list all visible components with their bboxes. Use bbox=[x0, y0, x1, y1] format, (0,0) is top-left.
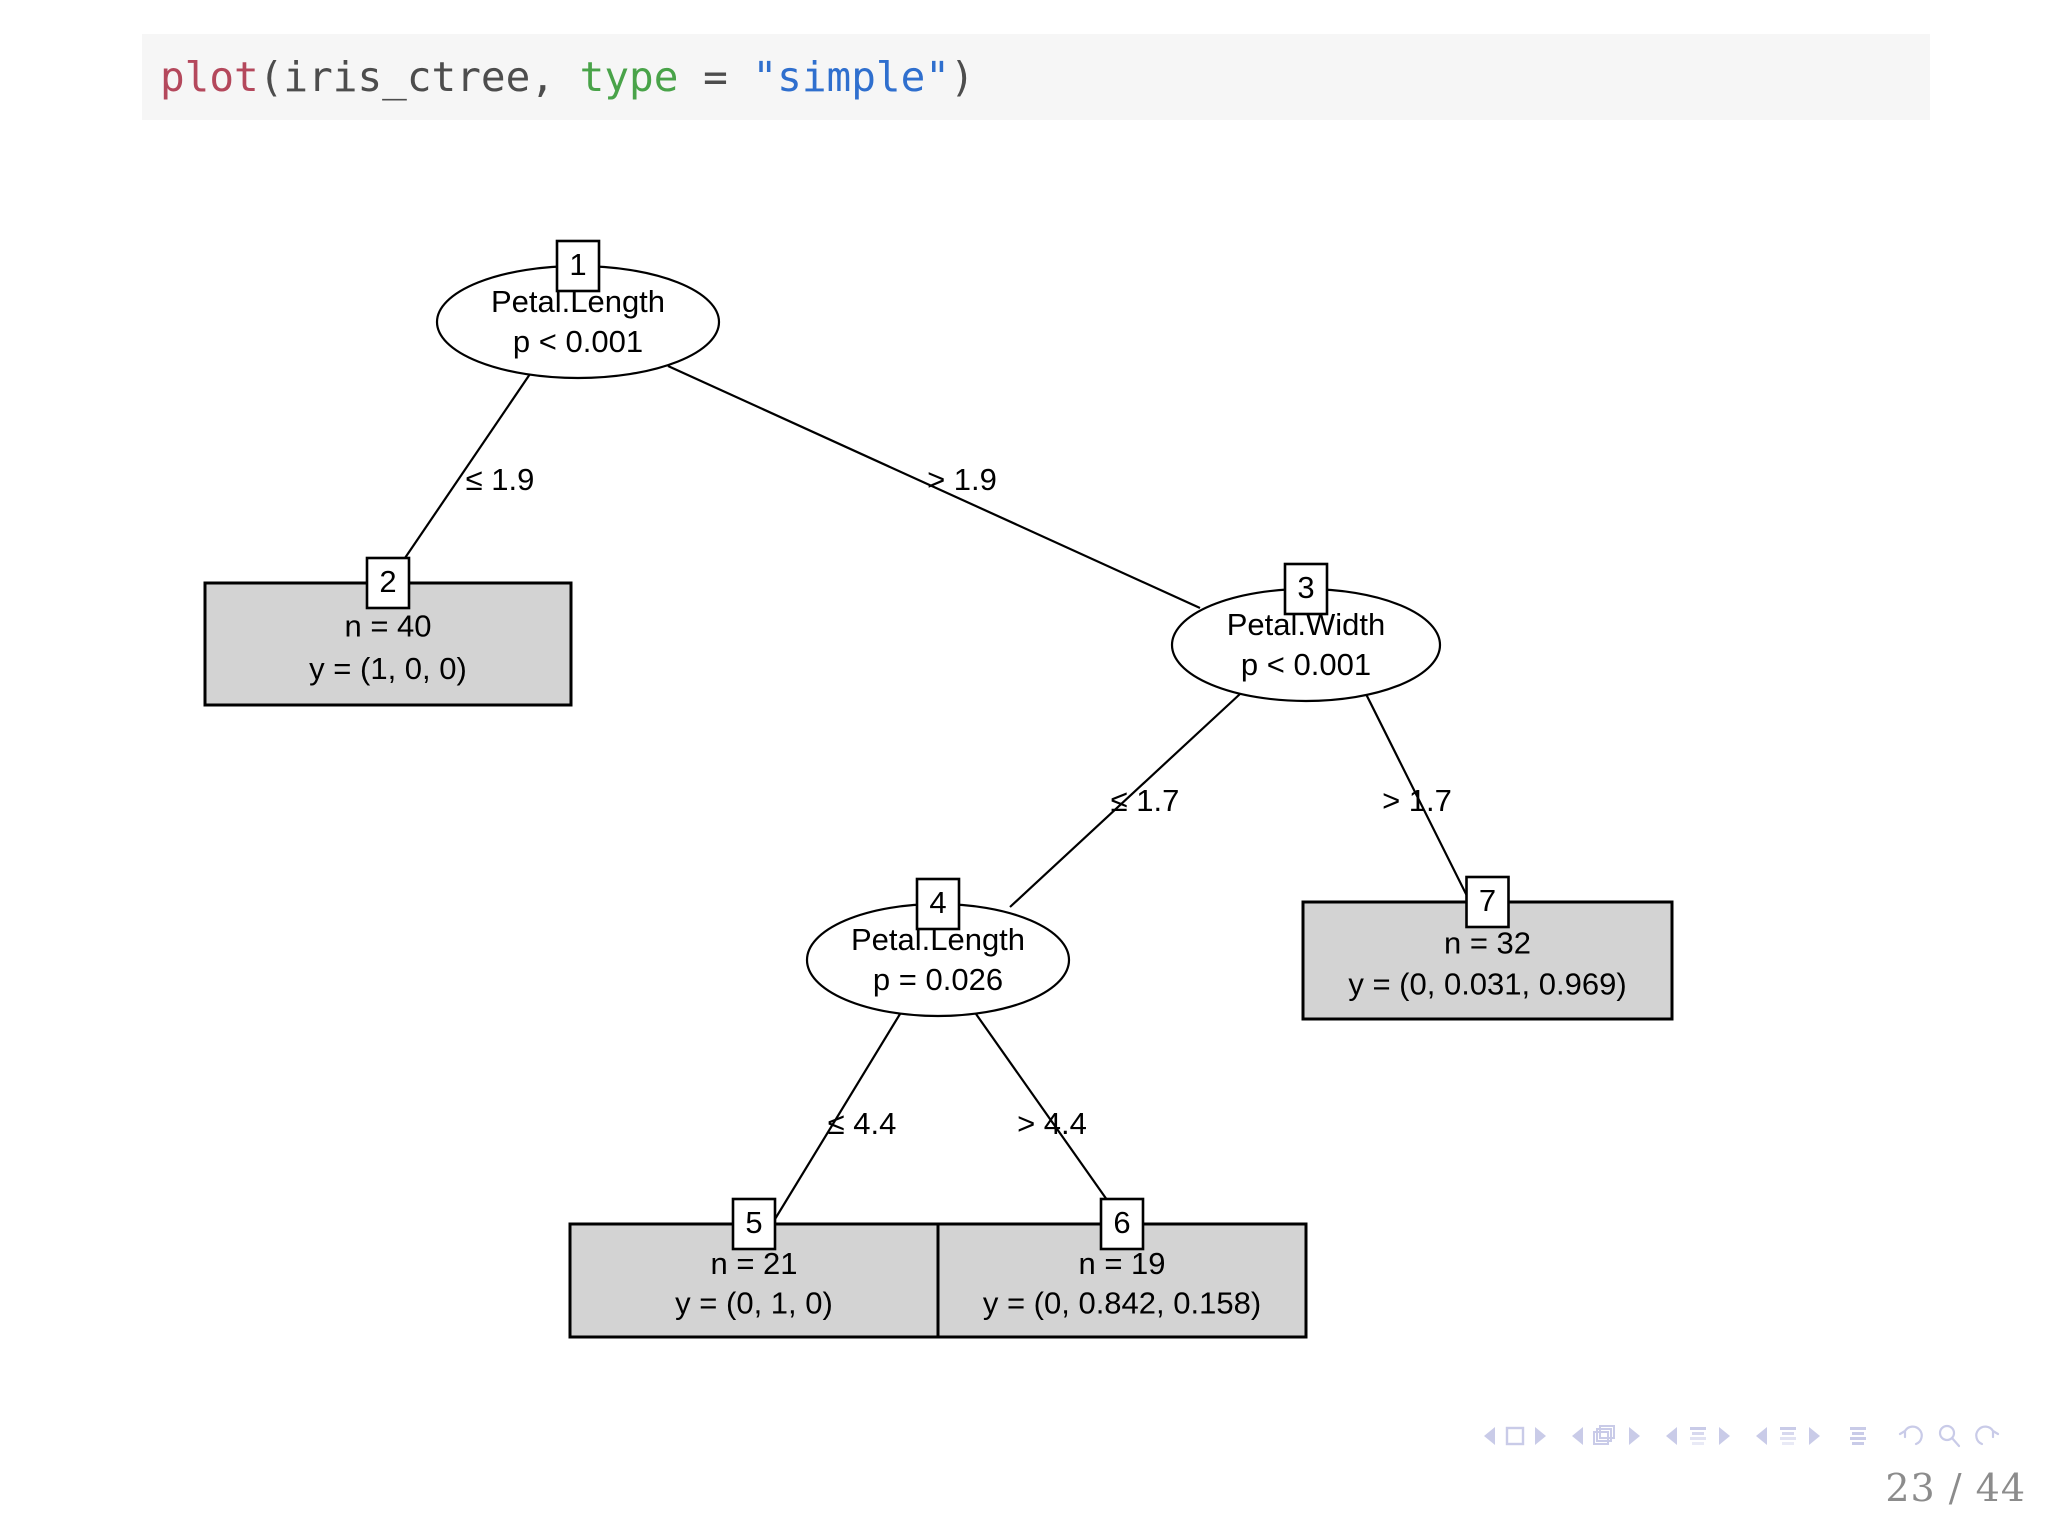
edge-label-4-6: > 4.4 bbox=[1017, 1106, 1087, 1141]
node-id-box-2 bbox=[365, 556, 411, 610]
terminal-y-7: y = (0, 0.031, 0.969) bbox=[1348, 966, 1626, 1001]
square-icon[interactable] bbox=[1504, 1425, 1526, 1447]
terminal-n-7: n = 32 bbox=[1444, 925, 1531, 960]
terminal-y-5: y = (0, 1, 0) bbox=[675, 1286, 833, 1321]
tree-edge-1-3 bbox=[667, 364, 1201, 610]
code-token-plain-3: = bbox=[678, 52, 753, 101]
terminal-n-2: n = 40 bbox=[344, 608, 431, 643]
slide-prev-icon[interactable] bbox=[1484, 1427, 1495, 1445]
node-id-box-1 bbox=[555, 239, 601, 293]
terminal-node-5: n = 21 y = (0, 1, 0) 5 bbox=[568, 1197, 940, 1339]
node-id-box-4 bbox=[915, 877, 961, 931]
edge-label-4-5: ≤ 4.4 bbox=[828, 1106, 897, 1141]
subsection-prev-icon[interactable] bbox=[1666, 1427, 1677, 1445]
node-id-label-1: 1 bbox=[569, 247, 586, 282]
beamer-navigation-bar[interactable] bbox=[1484, 1422, 2028, 1450]
edge-label-3-7: > 1.7 bbox=[1382, 783, 1452, 818]
node-id-box-3 bbox=[1283, 562, 1329, 616]
subsection-nav-group[interactable] bbox=[1666, 1424, 1730, 1448]
tree-edges-layer bbox=[387, 364, 1471, 1225]
node-id-label-3: 3 bbox=[1297, 570, 1314, 605]
code-token-argument-2: type bbox=[579, 52, 679, 101]
edge-label-1-3: > 1.9 bbox=[927, 462, 997, 497]
frame-prev-icon[interactable] bbox=[1572, 1427, 1583, 1445]
forward-icon[interactable] bbox=[1972, 1422, 2002, 1450]
section-nav-group[interactable] bbox=[1756, 1424, 1820, 1448]
frame-next-icon[interactable] bbox=[1629, 1427, 1640, 1445]
terminal-node-7: n = 32 y = (0, 0.031, 0.969) 7 bbox=[1301, 875, 1674, 1021]
page-counter: 23 / 44 bbox=[1885, 1466, 2026, 1510]
edge-label-3-4: ≤ 1.7 bbox=[1111, 783, 1180, 818]
section-prev-icon[interactable] bbox=[1756, 1427, 1767, 1445]
node-id-label-2: 2 bbox=[379, 564, 396, 599]
terminal-node-2: n = 40 y = (1, 0, 0) 2 bbox=[203, 556, 573, 707]
code-token-plain-5: ) bbox=[949, 52, 975, 101]
terminal-y-6: y = (0, 0.842, 0.158) bbox=[983, 1286, 1261, 1321]
code-line: plot(iris_ctree, type = "simple") bbox=[160, 56, 975, 98]
terminal-y-2: y = (1, 0, 0) bbox=[309, 651, 467, 686]
toc-icon[interactable] bbox=[1846, 1424, 1870, 1448]
slide-nav-group[interactable] bbox=[1484, 1425, 1546, 1447]
section-next-icon[interactable] bbox=[1809, 1427, 1820, 1445]
frames-icon[interactable] bbox=[1592, 1424, 1620, 1448]
code-token-plain-1: (iris_ctree, bbox=[258, 52, 580, 101]
node-id-box-5 bbox=[731, 1197, 777, 1251]
tree-edge-4-5 bbox=[771, 1013, 901, 1225]
tree-edge-3-4 bbox=[1009, 693, 1241, 908]
search-icon[interactable] bbox=[1935, 1422, 1963, 1450]
edge-label-1-2: ≤ 1.9 bbox=[466, 462, 535, 497]
node-id-box-6 bbox=[1099, 1197, 1145, 1251]
tree-edge-4-6 bbox=[975, 1013, 1125, 1225]
tree-edge-1-2 bbox=[387, 373, 531, 584]
terminal-n-5: n = 21 bbox=[710, 1246, 797, 1281]
node-pvalue-4: p = 0.026 bbox=[873, 962, 1003, 997]
subsection-icon[interactable] bbox=[1686, 1424, 1710, 1448]
slide-next-icon[interactable] bbox=[1535, 1427, 1546, 1445]
terminal-node-6: n = 19 y = (0, 0.842, 0.158) 6 bbox=[936, 1197, 1308, 1339]
frame-nav-group[interactable] bbox=[1572, 1424, 1640, 1448]
code-block: plot(iris_ctree, type = "simple") bbox=[142, 34, 1930, 120]
node-id-box-7 bbox=[1465, 875, 1510, 929]
terminal-n-6: n = 19 bbox=[1078, 1246, 1165, 1281]
subsection-next-icon[interactable] bbox=[1719, 1427, 1730, 1445]
node-id-label-5: 5 bbox=[745, 1205, 762, 1240]
code-token-string-4: "simple" bbox=[752, 52, 950, 101]
node-id-label-7: 7 bbox=[1479, 883, 1496, 918]
back-icon[interactable] bbox=[1896, 1422, 1926, 1450]
toc-nav-group[interactable] bbox=[1846, 1424, 1870, 1448]
code-token-function-0: plot bbox=[160, 52, 259, 101]
node-id-label-6: 6 bbox=[1113, 1205, 1130, 1240]
history-nav-group[interactable] bbox=[1896, 1422, 2002, 1450]
node-pvalue-1: p < 0.001 bbox=[513, 324, 643, 359]
section-icon[interactable] bbox=[1776, 1424, 1800, 1448]
tree-edge-3-7 bbox=[1365, 693, 1471, 903]
tree-edge-labels-layer: ≤ 1.9 > 1.9 ≤ 1.7 > 1.7 ≤ 4.4 > 4.4 bbox=[466, 462, 1452, 1141]
node-id-label-4: 4 bbox=[929, 885, 946, 920]
node-pvalue-3: p < 0.001 bbox=[1241, 647, 1371, 682]
